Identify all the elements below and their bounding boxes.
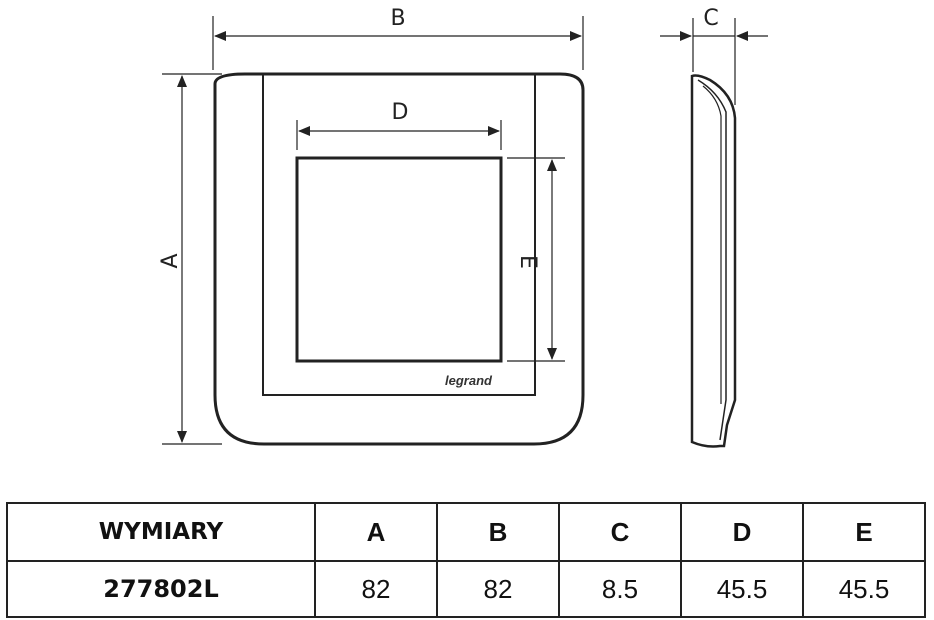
dimension-e: E xyxy=(507,157,565,362)
frame-opening xyxy=(295,156,503,363)
dimension-a: A xyxy=(158,73,222,445)
technical-drawing: legrand B A D E C xyxy=(158,6,768,448)
brand-logo: legrand xyxy=(445,373,493,388)
dimensions-table: WYMIARY A B C D E 277802L 82 82 8.5 45.5… xyxy=(6,502,926,618)
dimension-d-label: D xyxy=(392,100,409,125)
dimension-c: C xyxy=(660,6,768,105)
table-row: 277802L 82 82 8.5 45.5 45.5 xyxy=(6,560,926,618)
dimension-b-label: B xyxy=(390,6,405,31)
value-cell-d: 45.5 xyxy=(680,560,804,618)
frame-outer-outline xyxy=(213,72,585,446)
header-cell-wymiary: WYMIARY xyxy=(6,502,316,562)
header-cell-a: A xyxy=(314,502,438,562)
value-cell-e: 45.5 xyxy=(802,560,926,618)
header-cell-c: C xyxy=(558,502,682,562)
value-cell-a: 82 xyxy=(314,560,438,618)
header-cell-d: D xyxy=(680,502,804,562)
header-cell-e: E xyxy=(802,502,926,562)
value-cell-b: 82 xyxy=(436,560,560,618)
side-view xyxy=(690,74,737,448)
dimension-c-label: C xyxy=(703,6,718,31)
dimension-b: B xyxy=(212,6,584,70)
frame-inner-outline xyxy=(262,74,536,396)
product-code-cell: 277802L xyxy=(6,560,316,618)
dimension-d: D xyxy=(296,100,502,150)
dimension-a-label: A xyxy=(158,253,183,268)
header-cell-b: B xyxy=(436,502,560,562)
dimension-e-label: E xyxy=(515,255,540,269)
value-cell-c: 8.5 xyxy=(558,560,682,618)
table-header-row: WYMIARY A B C D E xyxy=(6,502,926,562)
